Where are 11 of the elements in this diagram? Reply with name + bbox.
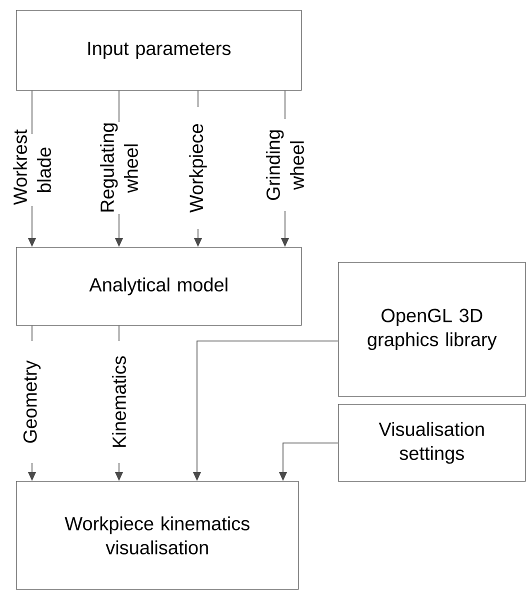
edge-label: Regulating wheel	[99, 122, 139, 214]
edge-label: Workpiece	[188, 107, 208, 229]
process-box: Workpiece kinematics visualisation	[16, 481, 299, 590]
edge-label: Grinding wheel	[265, 119, 305, 211]
process-box: OpenGL 3D graphics library	[338, 262, 526, 397]
process-box: Visualisation settings	[338, 404, 526, 482]
process-box: Analytical model	[16, 247, 302, 326]
process-box: Input parameters	[16, 10, 302, 91]
edge-label: Geometry	[22, 341, 42, 463]
edge-label: Workrest blade	[12, 129, 52, 206]
edge-label: Kinematics	[111, 341, 127, 463]
